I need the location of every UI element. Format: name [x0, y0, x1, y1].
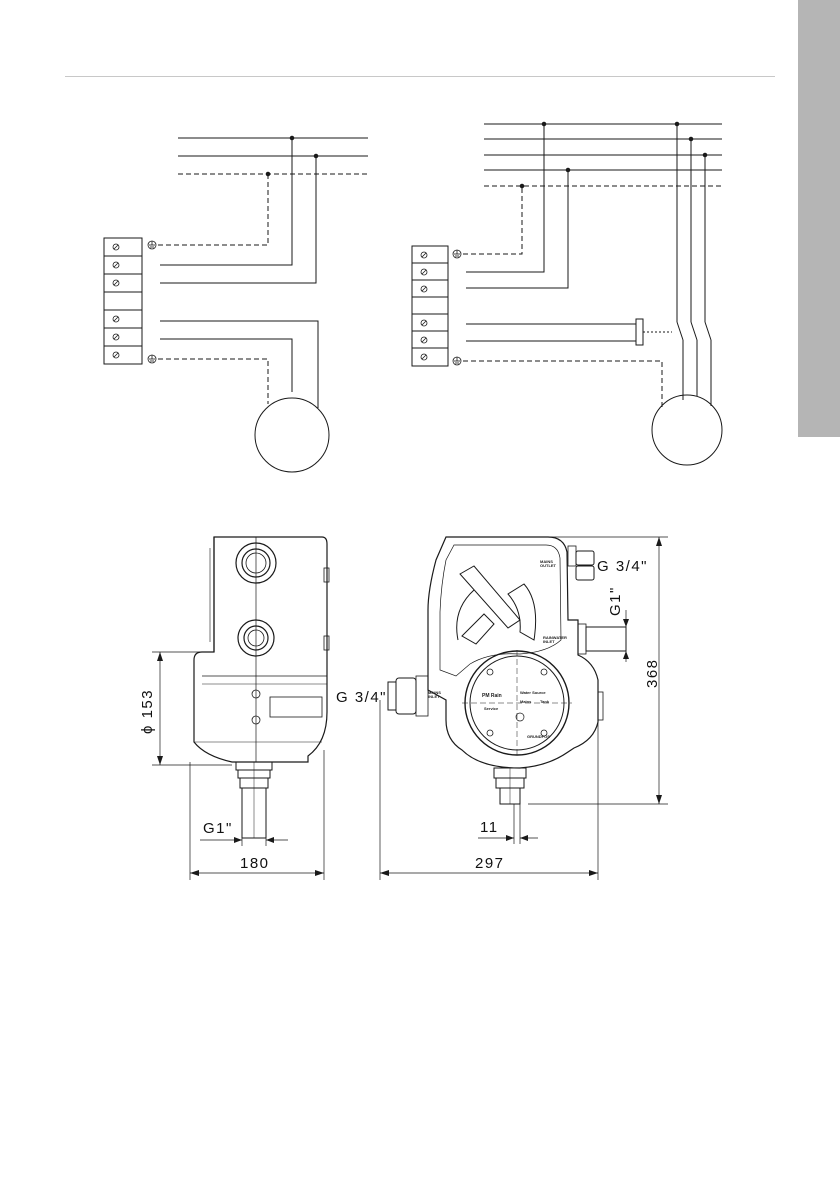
panel-tank-label: Tank	[540, 700, 549, 704]
panel-mains-label: Mains	[520, 700, 531, 704]
earth-icon	[148, 241, 156, 363]
dim-thread-outlet: G 3/4"	[597, 559, 648, 574]
panel-water-source-label: Water Source	[520, 691, 546, 695]
wiring-diagram-single-phase	[104, 136, 368, 472]
side-view	[152, 537, 329, 880]
fitting-inlet-label: MAINS INLET	[428, 691, 442, 699]
front-view	[380, 537, 668, 880]
dim-width-side: 180	[240, 856, 270, 871]
dim-thread-side: G1"	[608, 586, 623, 616]
dim-height: 368	[645, 658, 660, 688]
fitting-tank-label: RAINWATER INLET	[543, 636, 563, 644]
dim-offset: 11	[480, 820, 499, 835]
earth-icon	[453, 250, 461, 365]
brand-logo-icon	[457, 566, 536, 644]
dim-width-front: 297	[475, 856, 505, 871]
dim-thread-bottom: G1"	[203, 821, 233, 836]
dim-diameter: ϕ 153	[140, 689, 155, 734]
dim-thread-inlet: G 3/4"	[336, 690, 387, 705]
fitting-outlet-label: MAINS OUTLET	[540, 560, 556, 568]
panel-brand-label: GRUNDFOS	[527, 735, 550, 739]
panel-service-label: Service	[484, 707, 498, 711]
wiring-diagram-three-phase	[412, 122, 722, 465]
panel-product-label: PM Rain	[482, 694, 502, 699]
